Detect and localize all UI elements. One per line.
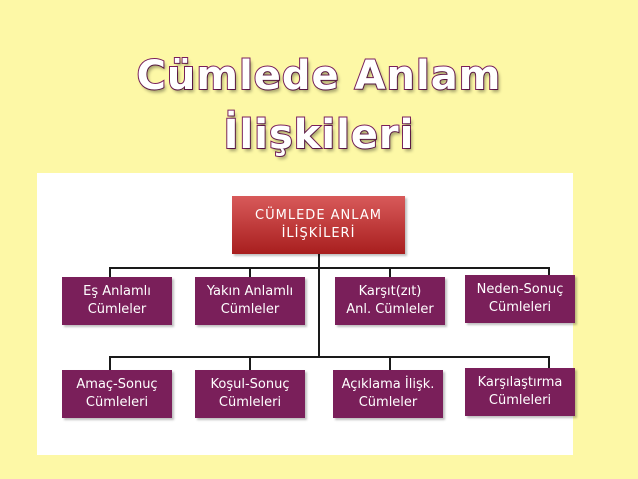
connector-row1-drop-3 bbox=[389, 267, 391, 277]
title-line-2: İlişkileri bbox=[223, 112, 415, 158]
node-line-2: Cümleleri bbox=[85, 395, 149, 410]
connector-row2-bar bbox=[109, 356, 550, 358]
connector-row2-drop-3 bbox=[389, 356, 391, 370]
connector-row2-drop-4 bbox=[548, 356, 550, 370]
root-node-line-2: İLİŞKİLERİ bbox=[281, 226, 356, 241]
node-neden-sonuc: Neden-Sonuç Cümleleri bbox=[465, 275, 575, 323]
node-yakin-anlamli: Yakın Anlamlı Cümleler bbox=[195, 277, 305, 325]
node-es-anlamli: Eş Anlamlı Cümleler bbox=[62, 277, 172, 325]
node-line-2: Cümleler bbox=[358, 395, 418, 410]
node-amac-sonuc: Amaç-Sonuç Cümleleri bbox=[62, 370, 172, 418]
node-line-2: Anl. Cümleler bbox=[346, 302, 434, 317]
diagram-panel: CÜMLEDE ANLAM İLİŞKİLERİ Eş Anlamlı Cüml… bbox=[37, 173, 575, 455]
node-aciklama: Açıklama İlişk. Cümleler bbox=[333, 370, 443, 418]
title-line-1: Cümlede Anlam bbox=[136, 53, 502, 99]
node-line-1: Amaç-Sonuç bbox=[76, 377, 158, 392]
connector-row2-drop-1 bbox=[109, 356, 111, 370]
node-line-2: Cümleler bbox=[87, 302, 147, 317]
node-line-2: Cümleler bbox=[220, 302, 280, 317]
root-node: CÜMLEDE ANLAM İLİŞKİLERİ bbox=[232, 196, 405, 254]
connector-row2-drop-2 bbox=[249, 356, 251, 370]
connector-row1-bar bbox=[109, 267, 550, 269]
node-kosul-sonuc: Koşul-Sonuç Cümleleri bbox=[195, 370, 305, 418]
node-line-1: Eş Anlamlı bbox=[83, 284, 151, 299]
node-line-1: Açıklama İlişk. bbox=[341, 377, 435, 392]
node-karsit: Karşıt(zıt) Anl. Cümleler bbox=[335, 277, 445, 325]
connector-row1-drop-2 bbox=[249, 267, 251, 277]
node-line-1: Neden-Sonuç bbox=[476, 282, 564, 297]
node-line-1: Koşul-Sonuç bbox=[210, 377, 290, 392]
root-node-line-1: CÜMLEDE ANLAM bbox=[255, 208, 382, 223]
node-line-1: Karşıt(zıt) bbox=[358, 284, 422, 299]
node-line-2: Cümleleri bbox=[488, 393, 552, 408]
node-line-2: Cümleleri bbox=[488, 300, 552, 315]
node-line-1: Yakın Anlamlı bbox=[206, 284, 294, 299]
node-karsilastirma: Karşılaştırma Cümleleri bbox=[465, 368, 575, 416]
connector-root-trunk bbox=[318, 254, 320, 358]
connector-row1-drop-1 bbox=[109, 267, 111, 277]
connector-row1-drop-4 bbox=[548, 267, 550, 277]
node-line-2: Cümleleri bbox=[218, 395, 282, 410]
node-line-1: Karşılaştırma bbox=[477, 375, 563, 390]
